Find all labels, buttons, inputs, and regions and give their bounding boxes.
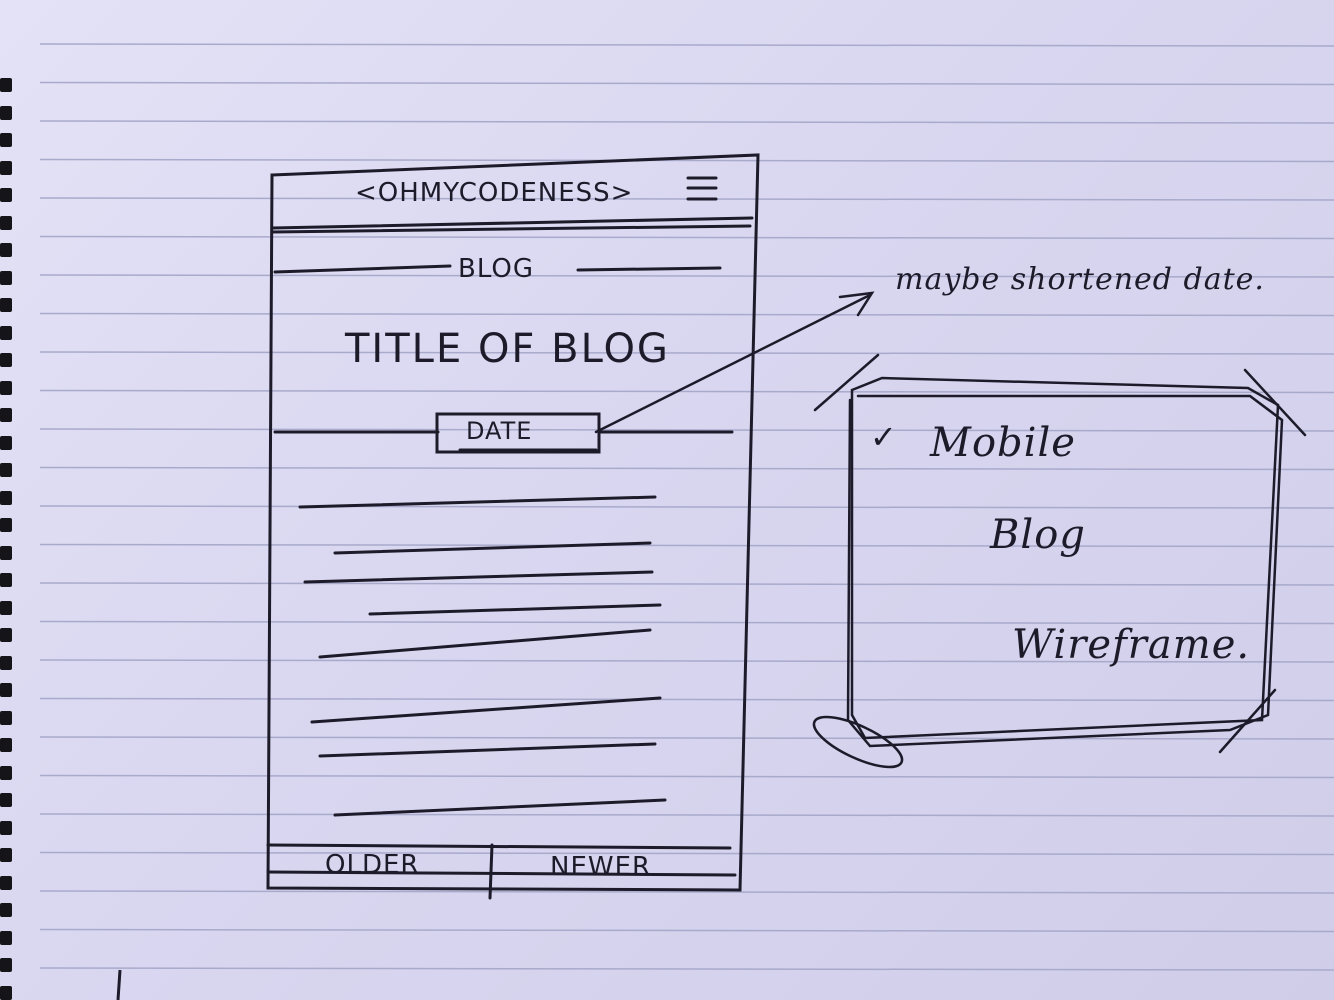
ruled-line <box>39 158 1334 163</box>
ruled-line <box>39 43 1334 47</box>
ruled-line <box>39 967 1334 971</box>
binding-ring <box>0 655 12 670</box>
binding-ring <box>0 463 12 477</box>
site-title: <OHMYCODENESS> <box>355 178 634 208</box>
content-line <box>310 696 662 724</box>
binding-ring <box>0 435 12 450</box>
ruled-line <box>39 120 1334 124</box>
content-line <box>318 742 657 758</box>
binding-ring <box>0 820 12 835</box>
binding-ring <box>0 600 12 615</box>
ruled-line <box>39 505 1334 509</box>
ruled-line <box>39 582 1334 586</box>
date-box <box>435 412 601 454</box>
binding-ring <box>0 765 12 780</box>
ruled-line <box>39 890 1334 894</box>
binding-ring <box>0 573 12 587</box>
mobile-wireframe-sketch <box>266 153 760 900</box>
binding-ring <box>0 78 12 92</box>
content-line <box>333 798 667 817</box>
ruled-line <box>39 274 1334 278</box>
footer-divider <box>266 843 732 850</box>
binding-ring <box>0 160 12 175</box>
ruled-line <box>39 736 1334 740</box>
ruled-line <box>39 620 1334 625</box>
ruled-line <box>39 351 1334 355</box>
content-line <box>318 628 652 659</box>
binding-ring <box>0 985 12 1000</box>
header-divider <box>270 216 754 230</box>
ruled-line <box>39 928 1334 933</box>
hamburger-menu-icon <box>686 176 718 201</box>
older-link: OLDER <box>325 850 420 880</box>
ruled-line <box>39 466 1334 471</box>
ruled-line <box>39 543 1334 548</box>
binding-ring <box>0 683 12 697</box>
annotation-arrow <box>594 291 875 434</box>
binding-ring <box>0 518 12 532</box>
binding-ring <box>0 903 12 917</box>
binding-ring <box>0 958 12 972</box>
ruled-line <box>39 774 1334 779</box>
binding-ring <box>0 848 12 862</box>
binding-ring <box>0 930 12 945</box>
blog-divider-right <box>576 266 722 272</box>
binding-ring <box>0 408 12 422</box>
binding-ring <box>0 875 12 890</box>
content-line <box>333 541 652 555</box>
binding-ring <box>0 105 12 120</box>
newer-link: NEWER <box>550 852 652 882</box>
caption-line: Mobile <box>930 420 1076 466</box>
binding-ring <box>0 738 12 752</box>
ruled-line <box>39 813 1334 817</box>
ruled-line <box>39 697 1334 702</box>
blog-divider-left <box>273 264 452 274</box>
ruled-line <box>39 428 1334 432</box>
ruled-line <box>39 389 1334 394</box>
binding-ring <box>0 270 12 285</box>
binding-ring <box>0 710 12 725</box>
caption-line: Blog <box>990 512 1086 558</box>
binding-ring <box>0 298 12 312</box>
post-title: TITLE OF BLOG <box>345 326 670 372</box>
content-line <box>368 603 662 616</box>
caption-line: Wireframe. <box>1012 622 1251 668</box>
content-line <box>303 570 654 584</box>
content-line <box>298 495 657 509</box>
post-date: DATE <box>466 417 533 445</box>
ruled-line <box>39 659 1334 663</box>
ruled-line <box>39 312 1334 317</box>
binding-ring <box>0 490 12 505</box>
binding-ring <box>0 353 12 367</box>
caption-box <box>812 353 1307 769</box>
binding-ring <box>0 325 12 340</box>
bottom-margin-stroke <box>116 969 122 1000</box>
phone-frame <box>266 153 760 892</box>
binding-ring <box>0 215 12 230</box>
binding-ring <box>0 793 12 807</box>
binding-ring <box>0 188 12 202</box>
footer-divider-2 <box>266 870 737 877</box>
ruled-line <box>39 81 1334 86</box>
binding-ring <box>0 380 12 395</box>
annotation-note: maybe shortened date. <box>895 262 1265 297</box>
binding-ring <box>0 628 12 642</box>
binding-ring <box>0 545 12 560</box>
ruled-line <box>39 851 1334 856</box>
binding-ring <box>0 243 12 257</box>
header-divider-2 <box>270 224 752 234</box>
binding-ring <box>0 133 12 147</box>
check-icon: ✓ <box>870 418 898 456</box>
ruled-line <box>39 235 1334 240</box>
blog-section-label: BLOG <box>458 254 535 284</box>
pagination-split <box>488 843 494 900</box>
